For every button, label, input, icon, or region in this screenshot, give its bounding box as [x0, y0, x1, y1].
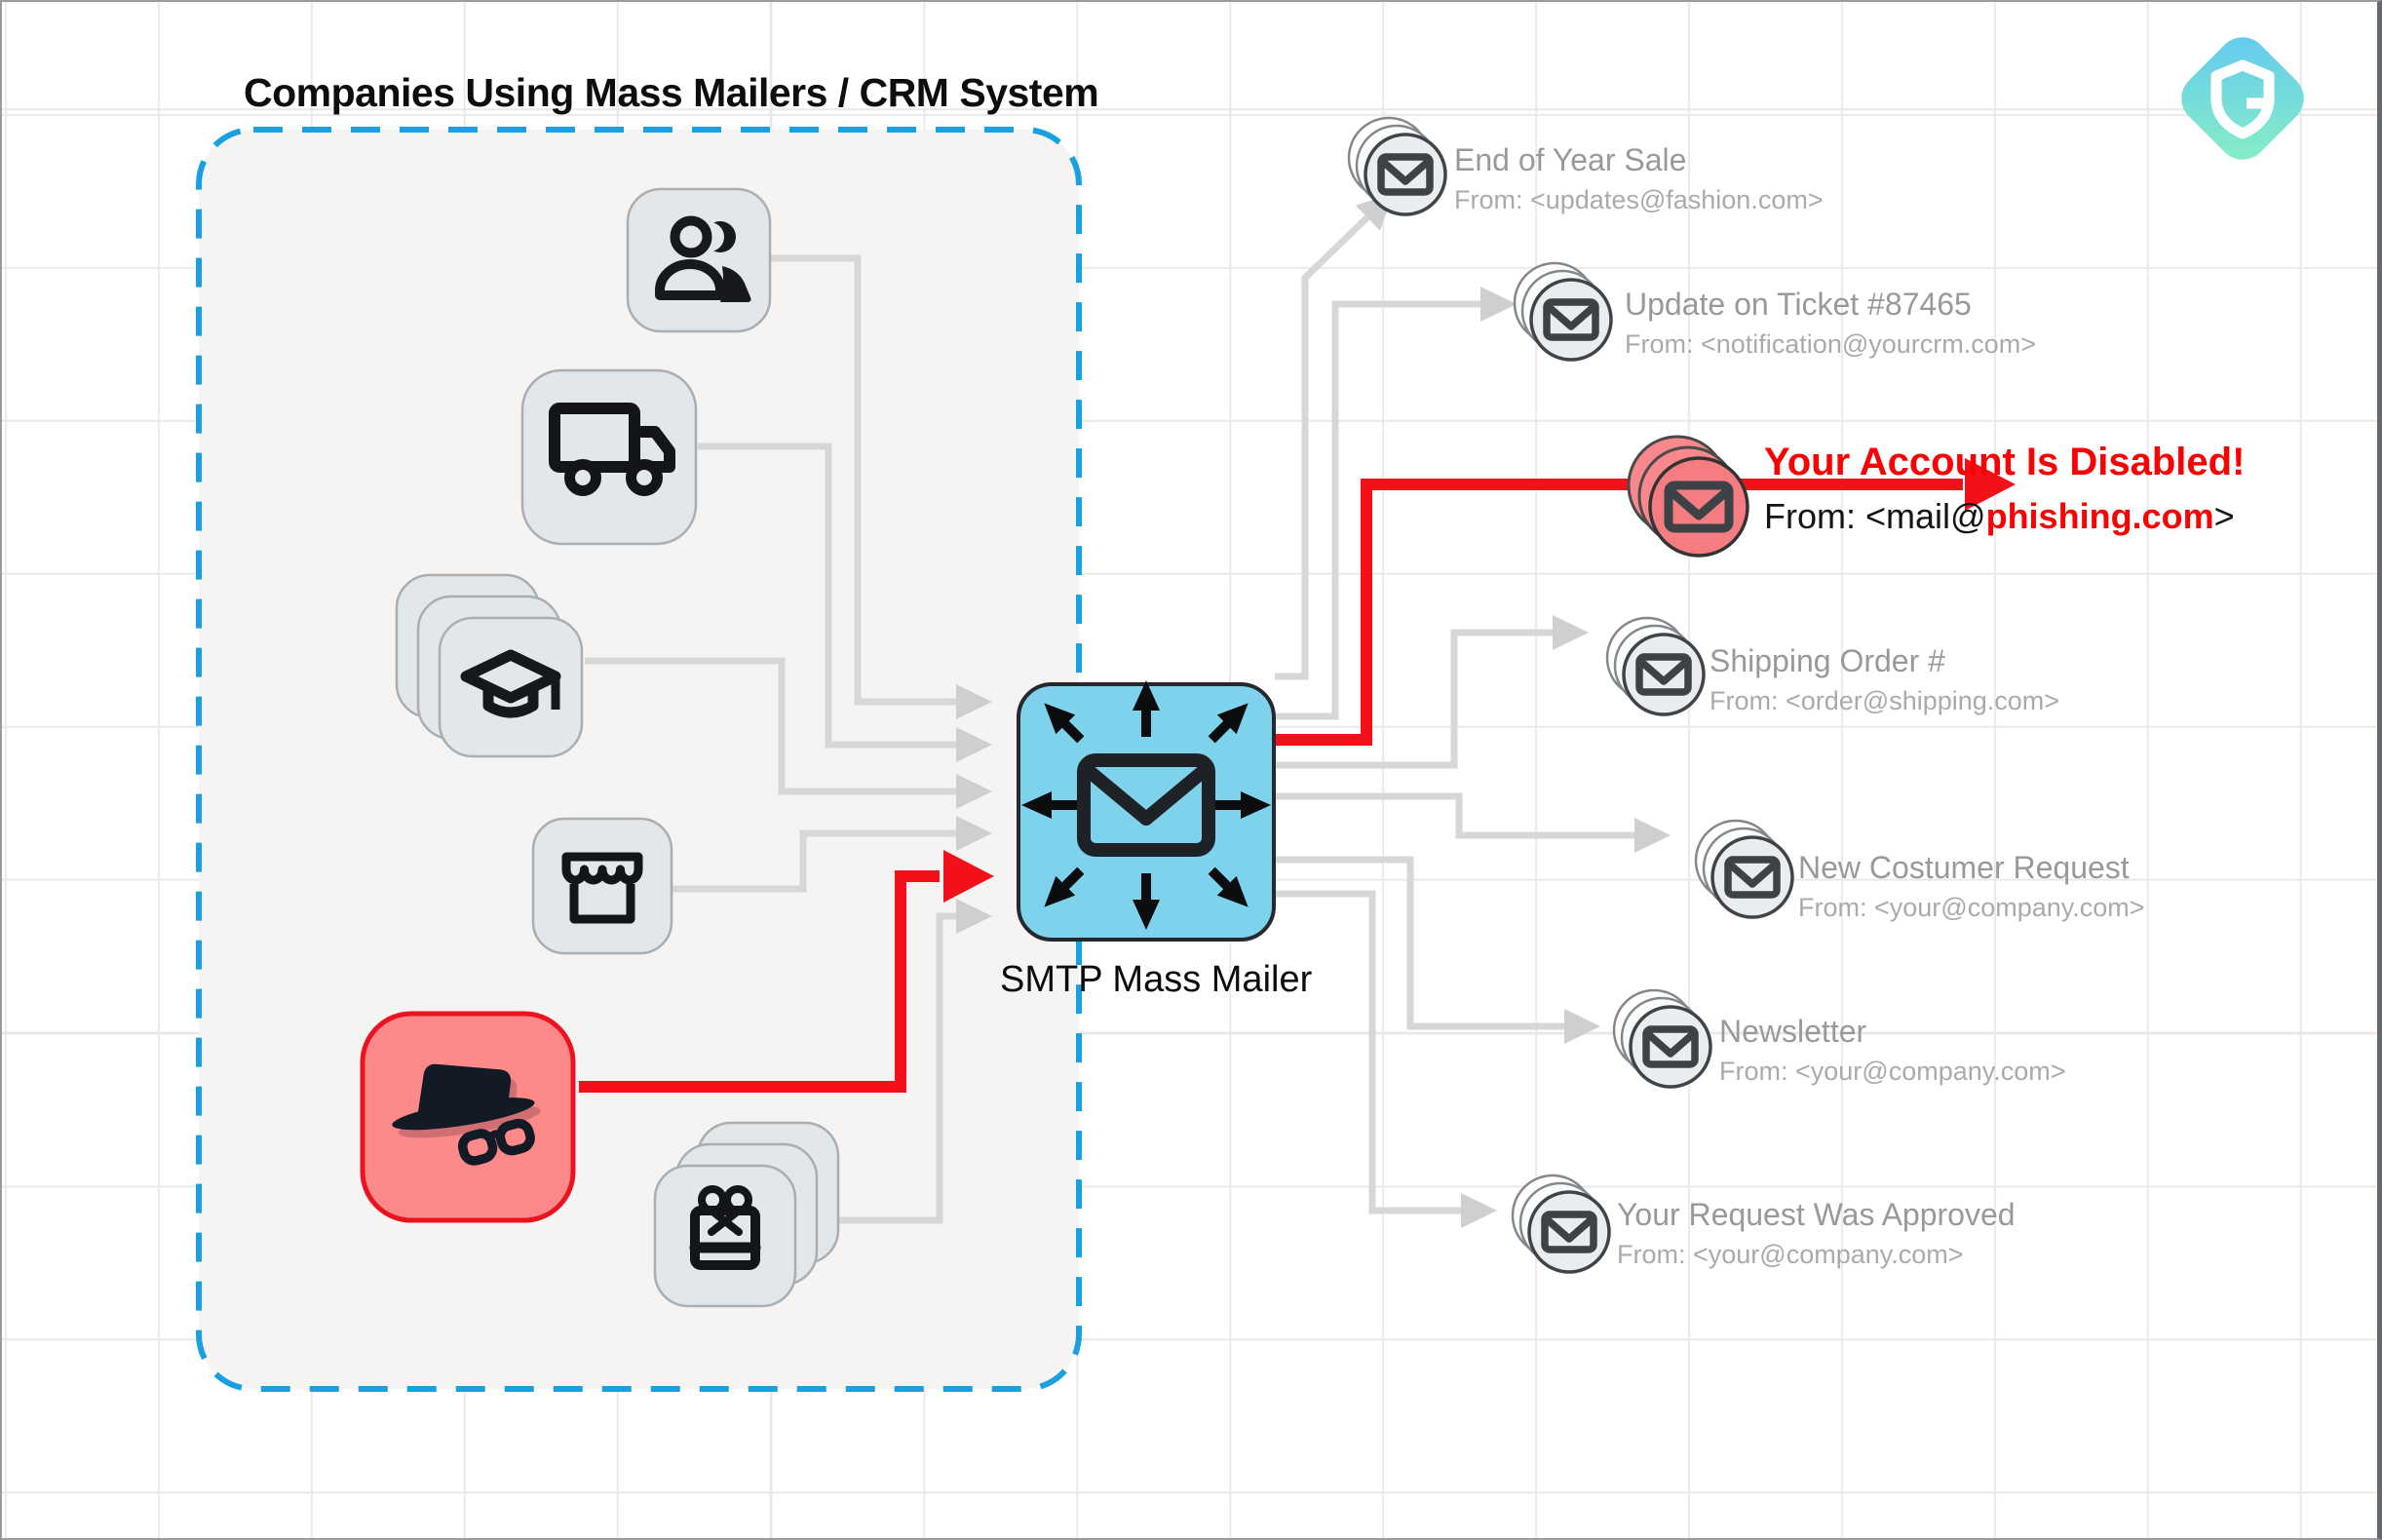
mass-mail-icon — [1021, 680, 1271, 930]
diagram-title: Companies Using Mass Mailers / CRM Syste… — [244, 70, 1099, 115]
email-icon-phishing — [1627, 435, 1749, 558]
email-icon-approved — [1513, 1175, 1609, 1272]
company-store — [531, 817, 673, 955]
line-to-ticket — [1275, 300, 1483, 720]
email-icon-costumer — [1696, 821, 1792, 917]
email-icon-newsletter — [1614, 990, 1710, 1087]
email-item-ticket: Update on Ticket #87465 From: <notificat… — [1625, 287, 2036, 360]
email-item-eoy-sale: End of Year Sale From: <updates@fashion.… — [1454, 142, 1824, 215]
line-education-to-mailer — [585, 657, 959, 795]
email-item-newsletter: Newsletter From: <your@company.com> — [1719, 1014, 2066, 1087]
email-from: From: <your@company.com> — [1798, 893, 2145, 922]
arrowhead — [1564, 1009, 1600, 1044]
email-title: Update on Ticket #87465 — [1625, 287, 1972, 322]
company-delivery — [520, 368, 698, 546]
email-from: From: <order@shipping.com> — [1710, 686, 2060, 715]
shield-logo-icon — [2210, 59, 2275, 139]
connector-lines-in — [585, 254, 959, 1224]
email-title: Newsletter — [1719, 1014, 1867, 1049]
email-from: From: <notification@yourcrm.com> — [1625, 329, 2037, 359]
email-item-costumer: New Costumer Request From: <your@company… — [1798, 850, 2145, 923]
company-users — [626, 187, 772, 333]
graduation-cap-icon — [460, 649, 561, 718]
email-from: From: <updates@fashion.com> — [1454, 185, 1824, 214]
line-spy-to-mailer — [579, 870, 940, 1093]
email-icon-eoy-sale — [1349, 118, 1445, 214]
line-store-to-mailer — [672, 829, 959, 893]
arrowhead — [1553, 615, 1589, 650]
line-users-to-mailer — [771, 254, 959, 706]
smtp-mailer-node — [1017, 680, 1276, 942]
email-item-phishing: Your Account Is Disabled! From: <mail@ph… — [1764, 441, 2245, 537]
spy-icon — [392, 1063, 541, 1166]
email-from: From: <your@company.com> — [1617, 1240, 1964, 1269]
line-to-eoy-sale — [1275, 212, 1373, 680]
email-item-shipping: Shipping Order # From: <order@shipping.c… — [1710, 643, 2059, 716]
arrowhead — [1461, 1193, 1497, 1228]
email-title: Shipping Order # — [1710, 643, 1945, 678]
company-education — [395, 573, 584, 758]
email-icon-shipping — [1607, 618, 1704, 714]
from-suffix: > — [2213, 496, 2235, 536]
company-gifts — [653, 1121, 840, 1308]
smtp-mailer-label: SMTP Mass Mailer — [1000, 959, 1313, 1000]
from-prefix: From: <mail@ — [1764, 496, 1986, 536]
email-item-approved: Your Request Was Approved From: <your@co… — [1617, 1197, 2016, 1270]
email-title: End of Year Sale — [1454, 142, 1687, 177]
brand-logo — [2171, 26, 2315, 171]
truck-icon — [549, 403, 675, 496]
email-title: New Costumer Request — [1798, 850, 2130, 885]
users-icon — [655, 215, 751, 302]
line-to-newsletter — [1275, 856, 1567, 1030]
line-gifts-to-mailer — [821, 912, 959, 1224]
email-title: Your Request Was Approved — [1617, 1197, 2016, 1232]
line-to-approved — [1275, 890, 1464, 1214]
arrowhead — [1480, 287, 1517, 322]
connector-lines-out — [1275, 212, 1637, 1214]
line-to-shipping — [1275, 629, 1556, 769]
phishing-email-title: Your Account Is Disabled! — [1764, 441, 2246, 483]
email-icon-ticket — [1515, 263, 1611, 360]
line-to-costumer — [1275, 792, 1637, 839]
phishing-domain: phishing.com — [1985, 496, 2214, 536]
line-truck-to-mailer — [698, 443, 959, 749]
company-phisher — [360, 1011, 576, 1223]
gift-icon — [689, 1185, 761, 1270]
email-from: From: <your@company.com> — [1719, 1057, 2066, 1086]
storefront-icon — [561, 852, 643, 924]
arrowhead — [1634, 818, 1671, 853]
phishing-email-from: From: <mail@phishing.com> — [1764, 496, 2245, 537]
